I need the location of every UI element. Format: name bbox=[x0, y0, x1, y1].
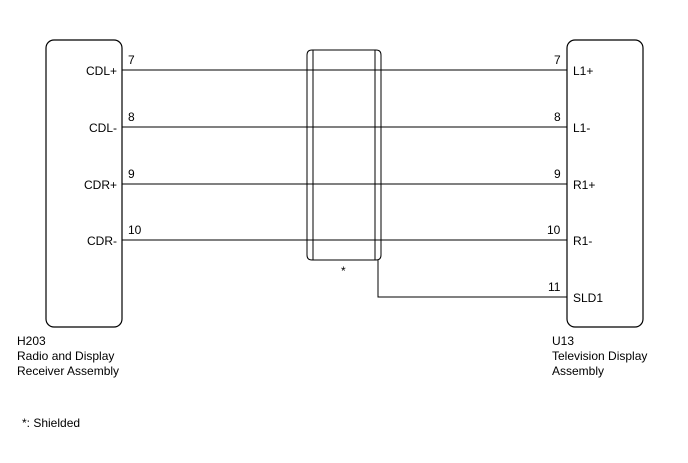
left-pin-number-9: 9 bbox=[128, 167, 135, 181]
shield-marker: * bbox=[341, 264, 346, 278]
left-pin-number-8: 8 bbox=[128, 110, 135, 124]
right-pin-number-9: 9 bbox=[554, 167, 561, 181]
right-pin-label-l1-plus: L1+ bbox=[573, 64, 594, 78]
right-pin-label-sld1: SLD1 bbox=[573, 291, 604, 305]
footnote: *: Shielded bbox=[22, 416, 81, 430]
left-pin-number-10: 10 bbox=[128, 223, 142, 237]
left-pin-number-7: 7 bbox=[128, 53, 135, 67]
right-pin-number-8: 8 bbox=[554, 110, 561, 124]
left-connector-code: H203 bbox=[17, 334, 46, 348]
right-pin-number-7: 7 bbox=[554, 53, 561, 67]
left-connector-name-line1: Radio and Display bbox=[17, 349, 115, 363]
right-pin-label-l1-minus: L1- bbox=[573, 121, 591, 135]
right-connector-code: U13 bbox=[552, 334, 575, 348]
left-pin-label-cdl-plus: CDL+ bbox=[85, 64, 117, 78]
shield-drain-wire bbox=[377, 260, 567, 298]
right-connector-name-line1: Television Display bbox=[552, 349, 648, 363]
left-connector-name-line2: Receiver Assembly bbox=[17, 364, 120, 378]
left-pin-label-cdl-minus: CDL- bbox=[88, 121, 117, 135]
left-pin-label-cdr-plus: CDR+ bbox=[83, 178, 117, 192]
right-pin-number-11: 11 bbox=[548, 280, 561, 294]
right-pin-number-10: 10 bbox=[547, 223, 561, 237]
shield-outline bbox=[306, 49, 382, 261]
right-pin-label-r1-minus: R1- bbox=[573, 234, 593, 248]
right-connector-name-line2: Assembly bbox=[552, 364, 605, 378]
right-pin-label-r1-plus: R1+ bbox=[573, 178, 596, 192]
left-pin-label-cdr-minus: CDR- bbox=[87, 234, 117, 248]
